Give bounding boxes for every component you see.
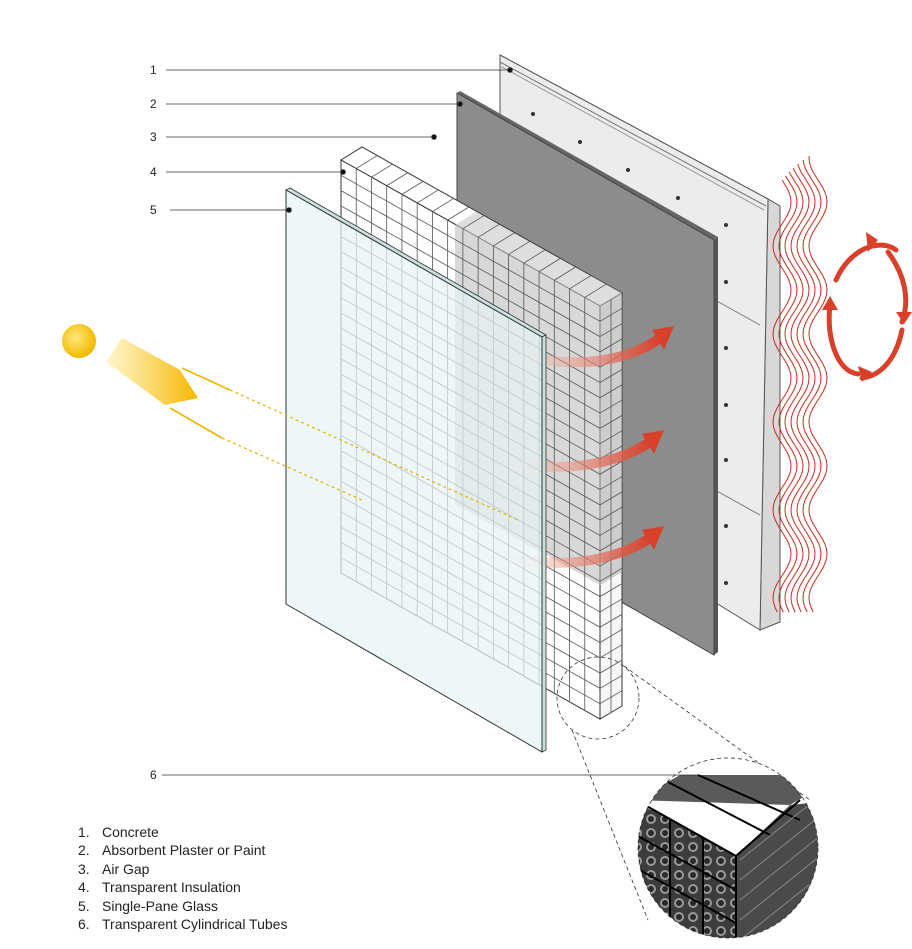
legend-item: 4.Transparent Insulation [78,879,241,896]
callout-4: 4 [150,165,157,179]
concrete-dot [531,112,535,116]
radiant-heat-waves [772,156,828,613]
callout-3: 3 [150,130,157,144]
heat-wave-line [802,159,822,613]
single-pane-glass [285,187,547,753]
heat-wave-line [790,167,810,613]
concrete-dot [724,223,728,227]
concrete-dot [724,524,728,528]
concrete-dot [724,403,728,407]
concrete-dot [724,458,728,462]
heat-wave-line [784,171,804,613]
heat-arrow-head [642,430,664,454]
heat-arrow-head [642,526,664,550]
leader-lines [162,67,700,776]
sun-icon [62,324,96,358]
heat-arrow-head [652,326,674,350]
concrete-dot [724,280,728,284]
sun-ray [62,324,519,521]
heat-wave-line [778,175,798,613]
callout-1: 1 [150,63,157,77]
heat-wave-line [772,179,792,613]
callout-6: 6 [150,768,157,782]
concrete-dot [724,581,728,585]
concrete-dot [724,346,728,350]
legend-item: 3.Air Gap [78,860,150,877]
legend-item: 2.Absorbent Plaster or Paint [78,842,266,859]
legend-item: 6.Transparent Cylindrical Tubes [78,916,288,933]
concrete-dot [578,140,582,144]
concrete-dot [676,196,680,200]
magnifier [556,656,819,939]
callout-5: 5 [150,203,157,217]
circulation-arrows [826,242,909,381]
circulation-arrowheads [822,232,912,382]
callout-2: 2 [150,97,157,111]
concrete-dot [626,168,630,172]
heat-wave-line [808,156,828,613]
legend-list: 1.Concrete 2.Absorbent Plaster or Paint … [78,823,287,933]
legend-item: 5.Single-Pane Glass [78,897,218,914]
heat-wave-line [796,163,816,613]
legend-item: 1.Concrete [78,824,159,840]
